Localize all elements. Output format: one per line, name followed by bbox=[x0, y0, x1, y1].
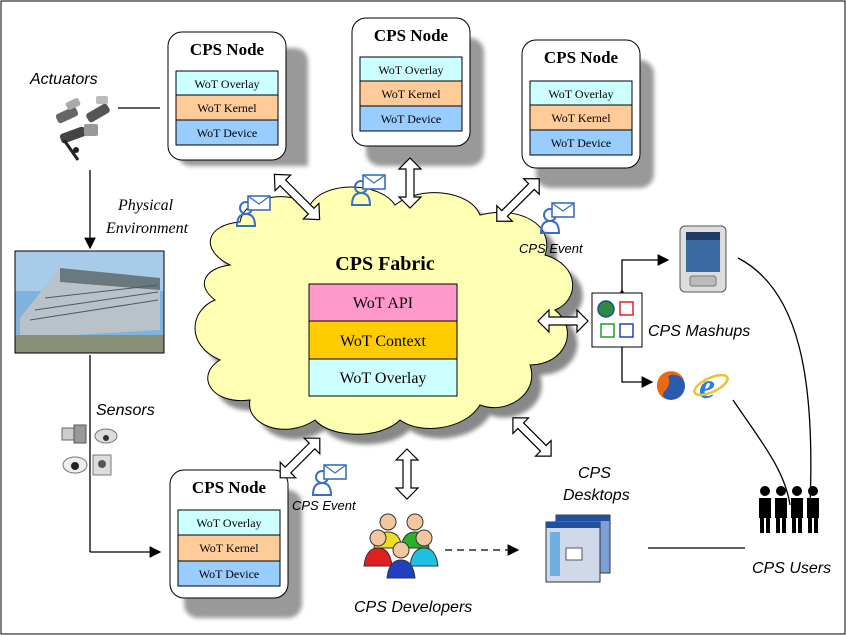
users-icon bbox=[759, 486, 819, 533]
browser-users-curve bbox=[732, 399, 791, 506]
environment-label: Environment bbox=[105, 220, 189, 237]
fabric-layer-label: WoT Overlay bbox=[340, 370, 427, 387]
developers-icon bbox=[363, 513, 439, 579]
cps-developers-label: CPS Developers bbox=[354, 599, 472, 616]
node-layer-label: WoT Kernel bbox=[199, 541, 259, 555]
desktop-windows-icon bbox=[545, 514, 611, 583]
fabric-title: CPS Fabric bbox=[335, 253, 435, 275]
fabric-api-layer bbox=[308, 283, 458, 322]
node-layer-label: WoT Kernel bbox=[197, 101, 257, 115]
message-user-icon bbox=[235, 195, 271, 227]
node-layer-label: WoT Device bbox=[381, 112, 441, 126]
cps-mashups-label: CPS Mashups bbox=[648, 323, 750, 340]
node-layer-label: WoT Device bbox=[551, 136, 611, 150]
double-arrow-icon bbox=[537, 308, 589, 334]
cps-node: CPS Node WoT Overlay WoT Kernel WoT Devi… bbox=[521, 39, 654, 188]
fabric-context-layer bbox=[308, 320, 458, 360]
ie-icon: e bbox=[693, 366, 729, 406]
double-arrow-icon bbox=[394, 448, 420, 500]
double-arrow-icon bbox=[496, 178, 540, 222]
cps-desktops-label: CPS bbox=[578, 465, 611, 482]
node-title: CPS Node bbox=[544, 48, 619, 67]
building-photo bbox=[14, 250, 165, 354]
message-user-icon bbox=[539, 202, 575, 234]
connectors bbox=[84, 107, 812, 558]
node-layer-label: WoT Device bbox=[199, 567, 259, 581]
node-layer-label: WoT Kernel bbox=[381, 87, 441, 101]
node-title: CPS Node bbox=[190, 40, 265, 59]
fabric-layer-label: WoT Context bbox=[340, 333, 427, 350]
mashup-browser-arrow bbox=[616, 337, 654, 388]
cps-users-label: CPS Users bbox=[752, 560, 831, 577]
physical-label: Physical bbox=[117, 197, 174, 214]
cps-event-label: CPS Event bbox=[292, 498, 357, 513]
double-arrows bbox=[273, 157, 589, 500]
cps-node: CPS Node WoT Overlay WoT Kernel WoT Devi… bbox=[167, 31, 308, 166]
double-arrow-icon bbox=[397, 157, 423, 209]
actuators-label: Actuators bbox=[29, 71, 98, 88]
double-arrow-icon bbox=[512, 417, 552, 457]
double-arrow-icon bbox=[273, 173, 321, 221]
node-title: CPS Node bbox=[374, 26, 449, 45]
message-user-icon bbox=[311, 464, 347, 496]
fabric-stack: WoT API WoT Context WoT Overlay bbox=[308, 283, 458, 397]
sensors-icon bbox=[61, 424, 118, 476]
node-layer-label: WoT Overlay bbox=[196, 516, 261, 530]
sensors-label: Sensors bbox=[96, 402, 155, 419]
firefox-icon bbox=[656, 371, 685, 400]
mashup-window-icon bbox=[591, 292, 643, 348]
mashup-pda-arrow bbox=[616, 254, 670, 301]
node-layer-label: WoT Overlay bbox=[194, 77, 259, 91]
pda-icon bbox=[679, 225, 727, 293]
cps-node: CPS Node WoT Overlay WoT Kernel WoT Devi… bbox=[351, 17, 484, 166]
cps-node: CPS Node WoT Overlay WoT Kernel WoT Devi… bbox=[169, 469, 302, 618]
svg-text:e: e bbox=[699, 366, 715, 406]
node-layer-label: WoT Overlay bbox=[378, 63, 443, 77]
node-title: CPS Node bbox=[192, 478, 267, 497]
cps-event-label: CPS Event bbox=[519, 241, 584, 256]
fabric-layer-label: WoT API bbox=[353, 295, 413, 312]
message-user-icon bbox=[350, 174, 386, 206]
actuators-icon bbox=[55, 96, 110, 161]
node-layer-label: WoT Kernel bbox=[551, 111, 611, 125]
fabric-overlay-layer bbox=[308, 358, 458, 397]
node-layer-label: WoT Device bbox=[197, 126, 257, 140]
node-layer-label: WoT Overlay bbox=[548, 87, 613, 101]
cps-desktops-label: Desktops bbox=[563, 487, 630, 504]
pda-users-curve bbox=[737, 257, 812, 506]
double-arrow-icon bbox=[279, 437, 321, 479]
